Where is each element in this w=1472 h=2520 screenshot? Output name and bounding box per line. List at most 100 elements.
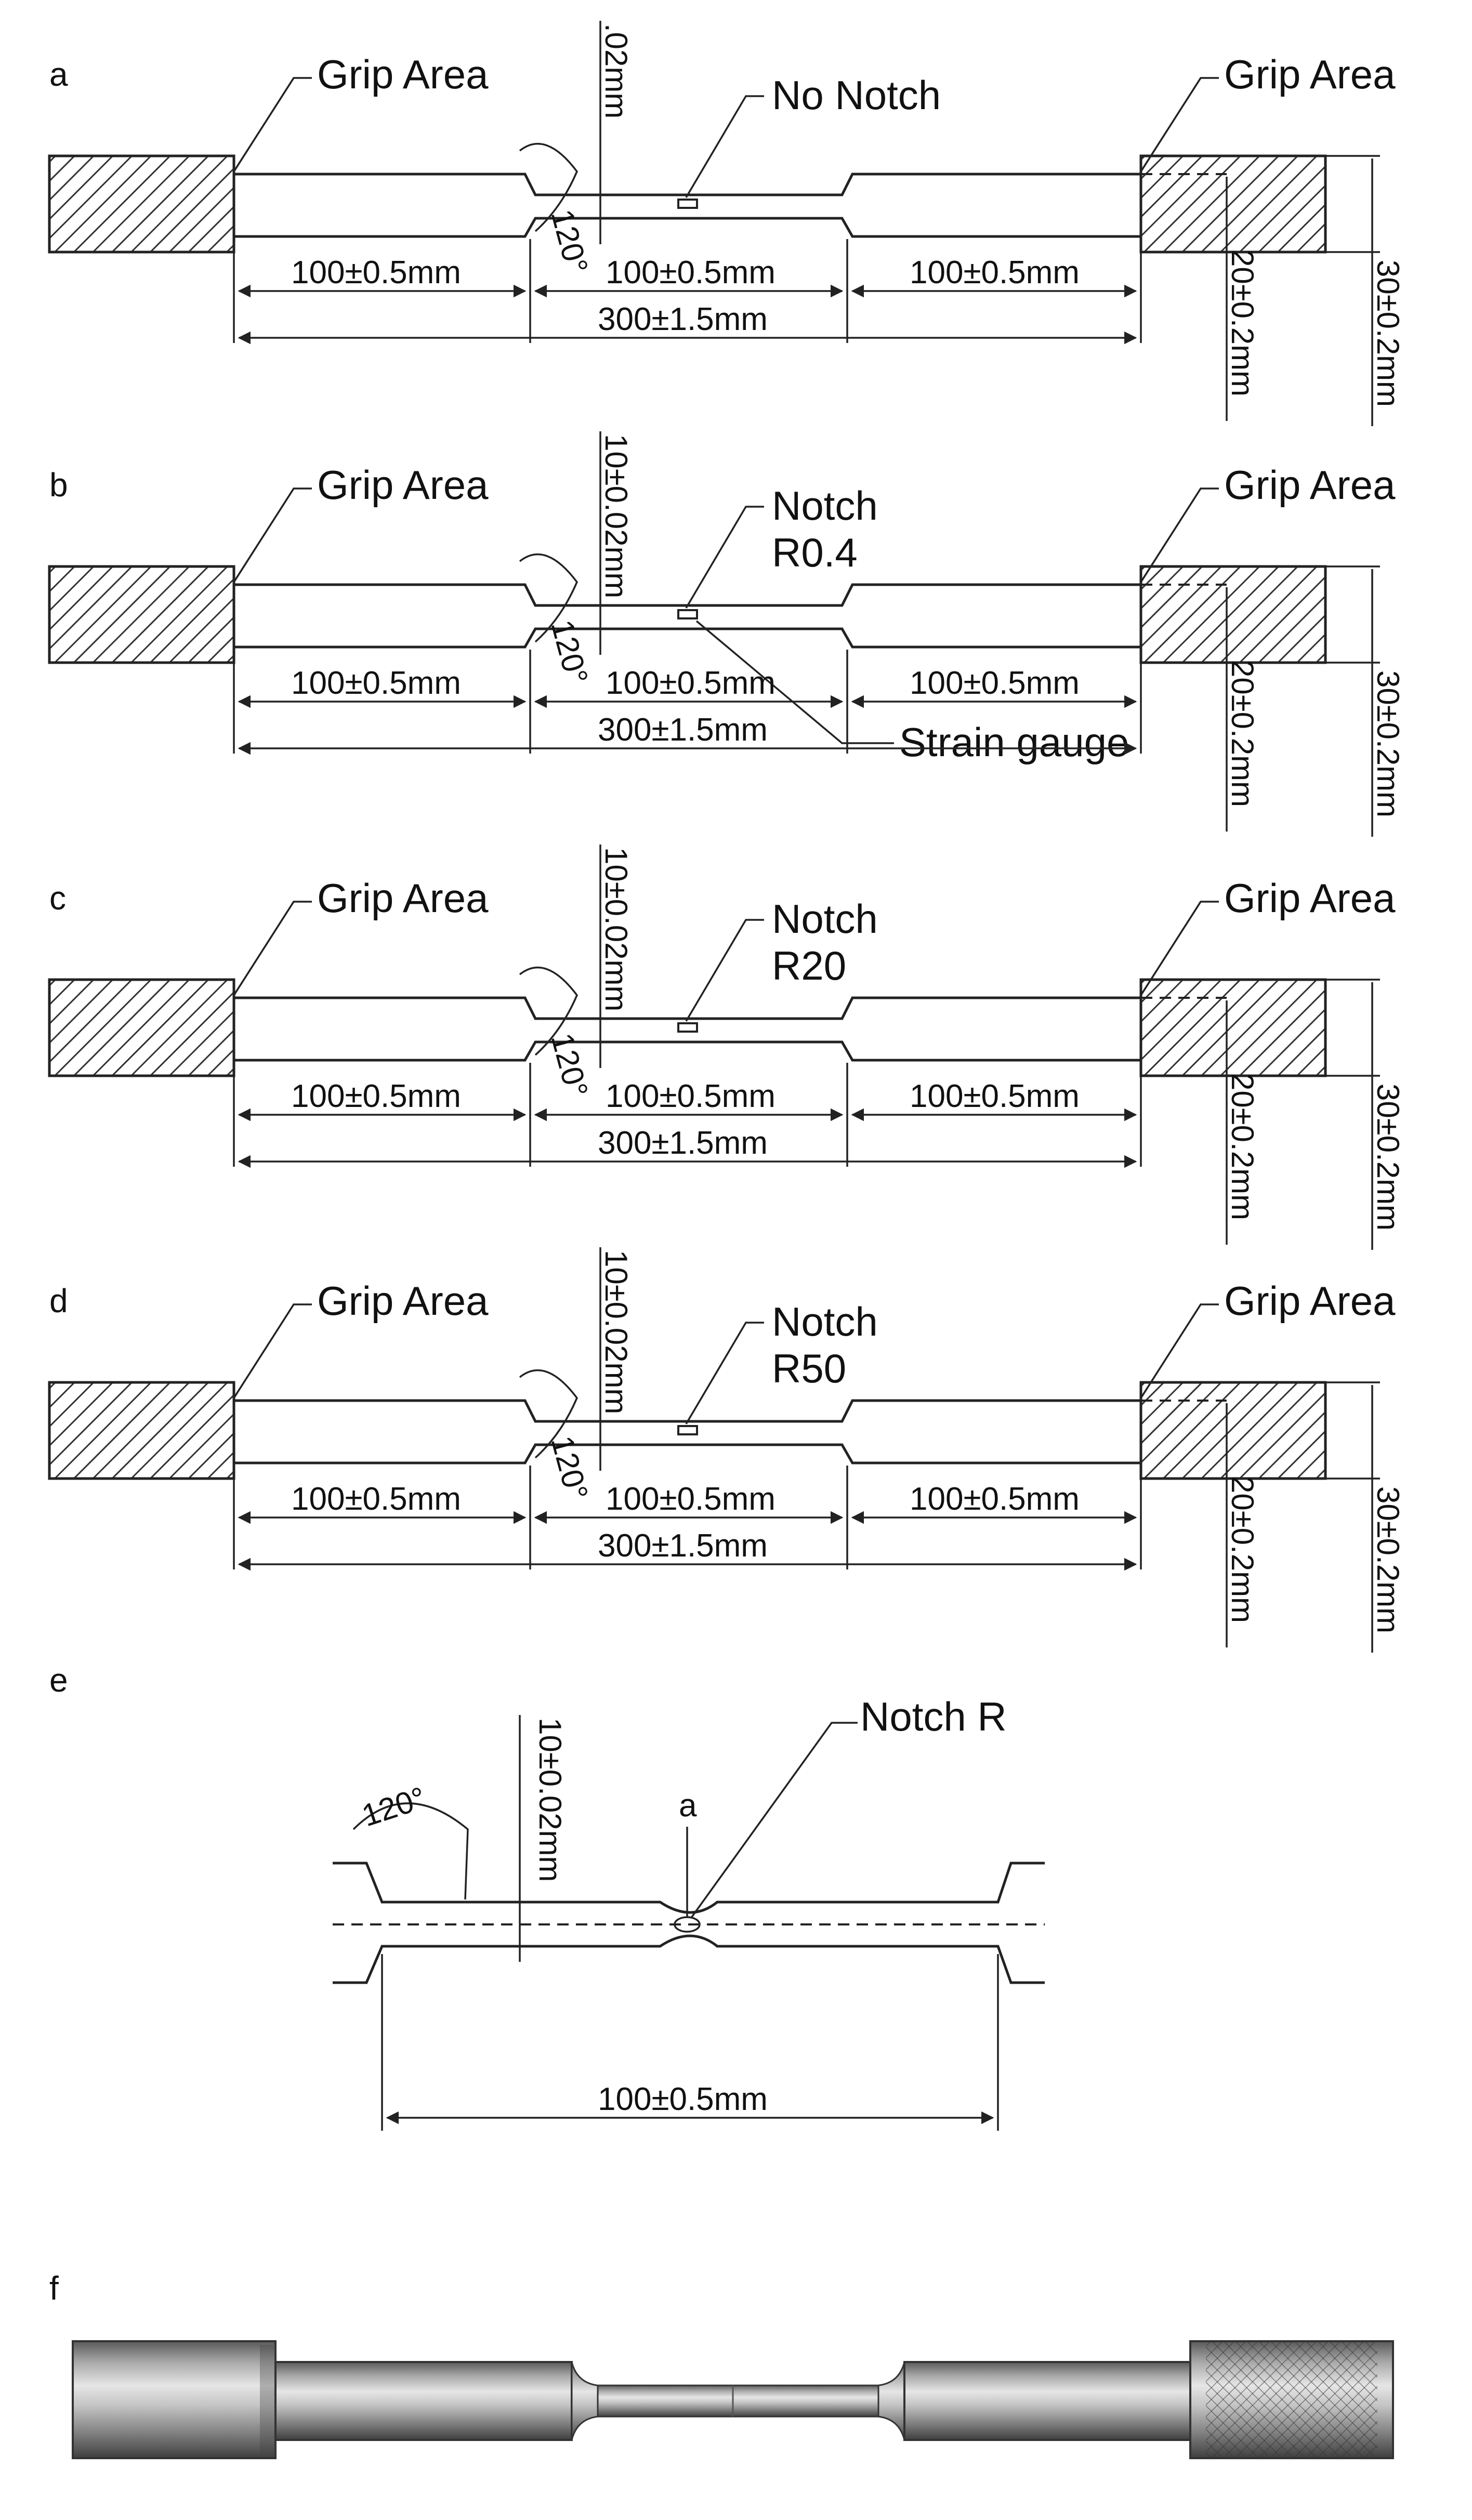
segment-label: 100±0.5mm xyxy=(291,665,461,701)
total-label: 300±1.5mm xyxy=(598,1125,768,1161)
grip-right-leader xyxy=(1140,1303,1219,1398)
detail-notch-leader xyxy=(690,1722,858,1919)
strain-gauge-mark xyxy=(677,609,698,619)
inner-width-label: 20±0.2mm xyxy=(1225,1476,1260,1623)
inner-width-label: 20±0.2mm xyxy=(1225,249,1260,397)
panel-e-detail: e a Notch R 10±0.02mm 120° 100±0.5mm xyxy=(49,1661,1045,2131)
grip-right-label: Grip Area xyxy=(1224,462,1396,508)
photo-left-shoulder xyxy=(274,2361,573,2441)
grip-right xyxy=(1139,1381,1327,1480)
grip-left-label: Grip Area xyxy=(317,1278,489,1324)
grip-right-leader xyxy=(1140,487,1219,583)
specimen-upper-edge xyxy=(234,996,1141,1020)
specimen-lower-edge xyxy=(234,1443,1141,1464)
grip-right-label: Grip Area xyxy=(1224,51,1396,97)
specimen-upper-edge xyxy=(234,583,1141,607)
thickness-label: 10±0.02mm xyxy=(599,847,634,1011)
specimen-lower-edge xyxy=(234,217,1141,238)
panel-letter-f: f xyxy=(49,2270,59,2307)
thickness-label: 10±0.02mm xyxy=(599,1250,634,1414)
grip-left xyxy=(48,565,235,664)
grip-left xyxy=(48,154,235,254)
photo-right-shoulder xyxy=(903,2361,1191,2441)
thickness-label: 10±0.02mm xyxy=(599,434,634,598)
angle-arc xyxy=(519,1369,579,1459)
notch-radius-label: R0.4 xyxy=(772,530,858,575)
specimen-lower-edge xyxy=(234,627,1141,649)
strain-gauge-label: Strain gauge xyxy=(899,719,1129,765)
detail-thickness-label: 10±0.02mm xyxy=(533,1718,568,1882)
detail-notch-label: Notch R xyxy=(860,1694,1007,1739)
angle-label: 120° xyxy=(544,1432,595,1503)
segment-label: 100±0.5mm xyxy=(291,1481,461,1517)
notch-leader xyxy=(685,95,764,198)
angle-arc xyxy=(519,142,579,232)
inner-width-label: 20±0.2mm xyxy=(1225,660,1260,807)
notch-label: Notch xyxy=(772,483,878,529)
total-label: 300±1.5mm xyxy=(598,1528,768,1564)
panel-letter: d xyxy=(49,1282,68,1320)
panel-letter-e: e xyxy=(49,1661,68,1699)
segment-label: 100±0.5mm xyxy=(606,1078,776,1114)
panel-letter: b xyxy=(49,466,68,504)
segment-label: 100±0.5mm xyxy=(291,1078,461,1114)
notch-leader xyxy=(685,1322,764,1424)
angle-label: 120° xyxy=(544,1030,595,1101)
grip-right-label: Grip Area xyxy=(1224,1278,1396,1324)
outer-width-label: 30±0.2mm xyxy=(1371,260,1405,407)
photo-gauge-section xyxy=(597,2384,879,2418)
strain-gauge-mark xyxy=(677,1425,698,1435)
angle-label: 120° xyxy=(544,616,595,688)
outer-width-label: 30±0.2mm xyxy=(1371,1084,1405,1231)
grip-left-label: Grip Area xyxy=(317,462,489,508)
grip-left-label: Grip Area xyxy=(317,875,489,921)
panel-letter: a xyxy=(49,56,68,93)
specimen-upper-edge xyxy=(234,173,1141,196)
segment-label: 100±0.5mm xyxy=(606,1481,776,1517)
grip-left xyxy=(48,1381,235,1480)
segment-label: 100±0.5mm xyxy=(606,255,776,291)
total-label: 300±1.5mm xyxy=(598,712,768,748)
detail-a-label: a xyxy=(679,1788,697,1824)
grip-right xyxy=(1139,978,1327,1077)
panel-f-photo: f xyxy=(49,2270,1394,2459)
segment-label: 100±0.5mm xyxy=(910,1481,1080,1517)
segment-label: 100±0.5mm xyxy=(910,1078,1080,1114)
outer-width-label: 30±0.2mm xyxy=(1371,670,1405,817)
grip-right xyxy=(1139,154,1327,254)
segment-label: 100±0.5mm xyxy=(910,255,1080,291)
notch-radius-label: R50 xyxy=(772,1345,846,1391)
grip-right-leader xyxy=(1140,77,1219,172)
notch-label: Notch xyxy=(772,1299,878,1344)
angle-arc xyxy=(519,966,579,1056)
grip-left-leader xyxy=(233,901,312,996)
photo-left-grip xyxy=(72,2340,277,2459)
grip-right-label: Grip Area xyxy=(1224,875,1396,921)
detail-lower-profile xyxy=(333,1934,1045,1984)
angle-arc xyxy=(519,553,579,643)
grip-left-leader xyxy=(233,487,312,583)
notch-label: No Notch xyxy=(772,72,941,118)
detail-length-label: 100±0.5mm xyxy=(598,2081,768,2117)
segment-label: 100±0.5mm xyxy=(910,665,1080,701)
inner-width-label: 20±0.2mm xyxy=(1225,1073,1260,1220)
grip-right xyxy=(1139,565,1327,664)
panel-letter: c xyxy=(49,879,66,917)
detail-angle-label: 120° xyxy=(358,1780,430,1833)
grip-left-leader xyxy=(233,1303,312,1398)
notch-leader xyxy=(685,919,764,1022)
grip-left-label: Grip Area xyxy=(317,51,489,97)
notch-radius-label: R20 xyxy=(772,943,846,988)
total-label: 300±1.5mm xyxy=(598,301,768,337)
notch-label: Notch xyxy=(772,896,878,942)
segment-label: 100±0.5mm xyxy=(606,665,776,701)
grip-left-leader xyxy=(233,77,312,172)
strain-gauge-mark xyxy=(677,199,698,209)
grip-right-leader xyxy=(1140,901,1219,996)
strain-gauge-mark xyxy=(677,1022,698,1033)
